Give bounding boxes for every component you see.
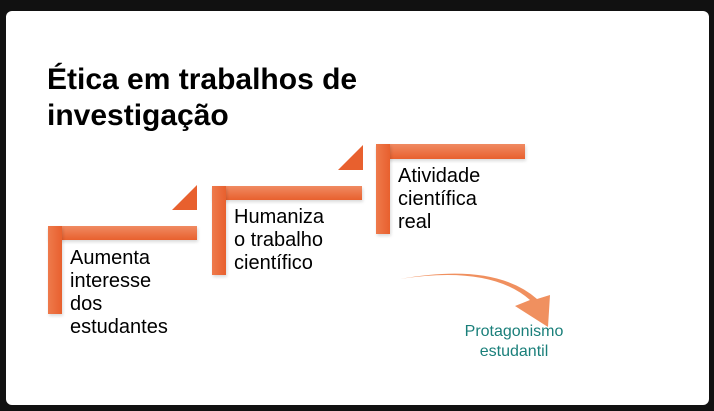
slide: [6, 11, 709, 405]
title-line: investigação: [47, 99, 229, 132]
step-2-vertical-bar: [212, 186, 226, 275]
step-1-triangle: [172, 185, 197, 210]
step-1-vertical-bar: [48, 226, 62, 314]
step-line: científico: [234, 252, 313, 274]
step-1-text: Aumenta interesse dos estudantes: [70, 247, 168, 339]
step-line: Atividade: [398, 165, 481, 187]
step-3-text: Atividade científica real: [398, 165, 480, 234]
step-2-text: Humaniza o trabalho científico: [234, 206, 324, 275]
slide-title: Ética em trabalhos de investigação: [47, 62, 357, 134]
step-3-horizontal-bar: [376, 144, 525, 159]
title-line: Ética em trabalhos de: [47, 63, 358, 96]
step-line: estudantes: [70, 316, 168, 338]
step-3-vertical-bar: [376, 144, 390, 234]
step-line: Aumenta: [70, 247, 151, 269]
outcome-line: estudantil: [479, 343, 549, 360]
outcome-line: Protagonismo: [464, 323, 564, 340]
step-line: real: [398, 211, 432, 233]
step-line: científica: [398, 188, 477, 210]
step-line: dos: [70, 293, 103, 315]
step-line: Humaniza: [234, 206, 325, 228]
outcome-text: Protagonismo estudantil: [440, 322, 588, 362]
step-1-horizontal-bar: [48, 226, 197, 240]
step-line: o trabalho: [234, 229, 323, 251]
step-line: interesse: [70, 270, 152, 292]
step-2-triangle: [338, 145, 363, 170]
step-2-horizontal-bar: [212, 186, 362, 200]
